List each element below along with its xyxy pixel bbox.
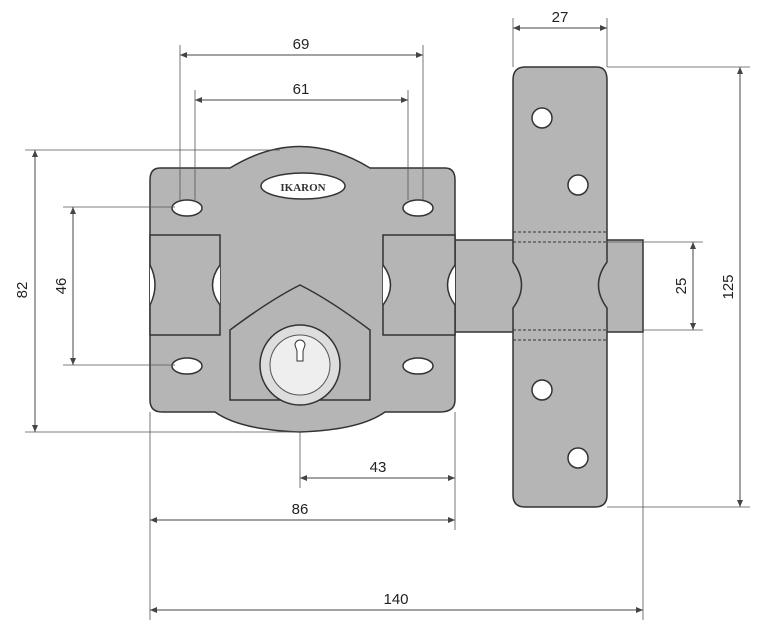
mount-hole xyxy=(171,199,203,217)
logo-badge xyxy=(260,172,346,200)
extension-lines xyxy=(25,18,750,620)
dim-label-46: 46 xyxy=(53,278,70,295)
dim-label-69: 69 xyxy=(293,36,310,53)
body-right-block xyxy=(382,234,456,336)
dim-label-27: 27 xyxy=(552,9,569,26)
notch xyxy=(149,264,156,306)
mount-hole xyxy=(402,199,434,217)
strike-hole xyxy=(531,107,553,129)
notch xyxy=(382,264,392,306)
notch xyxy=(446,264,456,306)
cylinder-face xyxy=(269,334,331,396)
strike-plate xyxy=(512,66,608,508)
dim-label-25: 25 xyxy=(673,278,690,295)
strike-hole xyxy=(567,174,589,196)
dim-label-86: 86 xyxy=(292,501,309,518)
body-left-block xyxy=(149,234,221,336)
mount-hole xyxy=(171,357,203,375)
dim-label-61: 61 xyxy=(293,81,310,98)
dim-label-140: 140 xyxy=(383,591,408,608)
dim-label-125: 125 xyxy=(720,274,737,299)
strike-hole xyxy=(531,379,553,401)
notch xyxy=(211,264,221,306)
keyhole-icon xyxy=(294,339,306,362)
strike-hole xyxy=(567,447,589,469)
logo-text: IKARON xyxy=(280,182,325,194)
dim-label-43: 43 xyxy=(370,459,387,476)
mount-hole xyxy=(402,357,434,375)
dim-label-82: 82 xyxy=(14,282,31,299)
